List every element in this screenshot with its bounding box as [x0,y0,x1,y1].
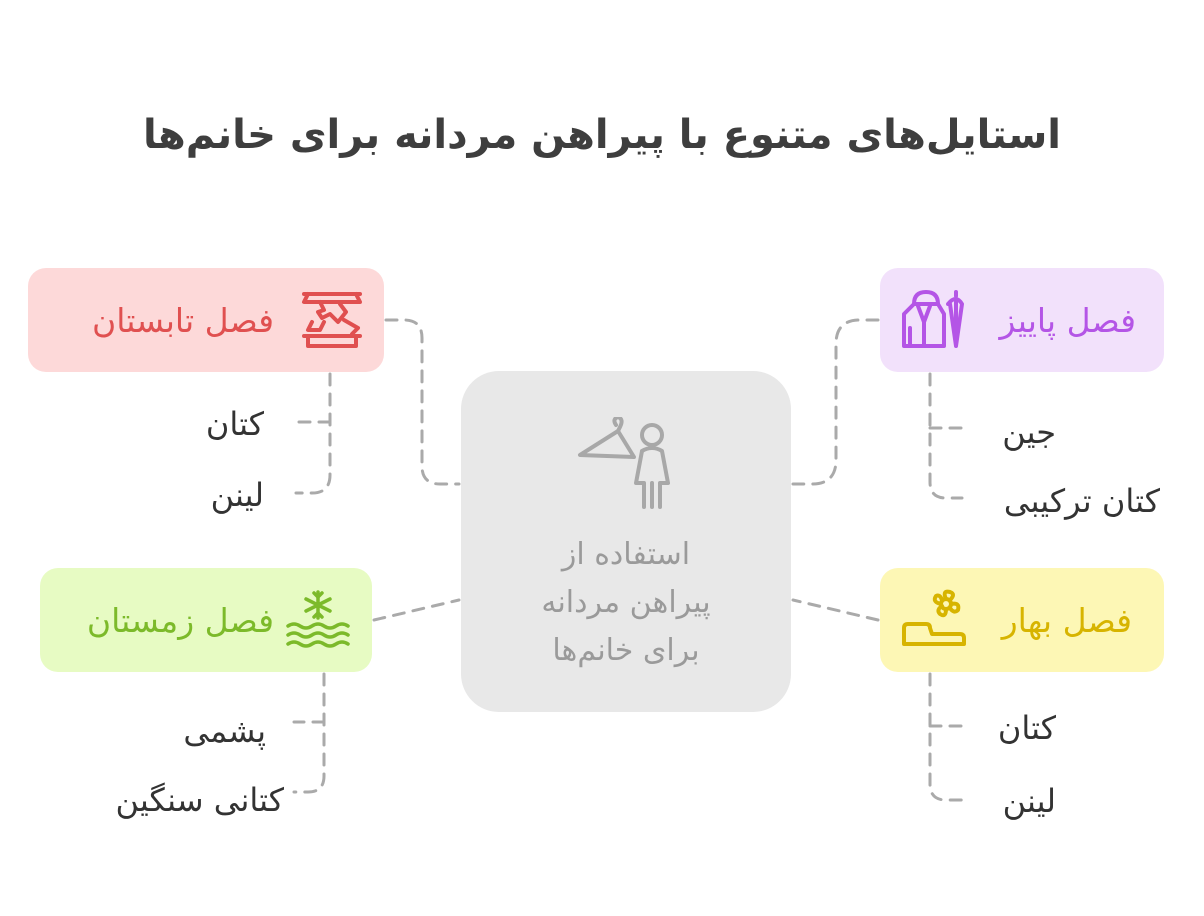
connector-spring [791,598,880,622]
winter-item-1: پشمی [183,712,266,750]
branch-spring: فصل بهار [880,568,1164,672]
connector-winter [372,598,461,622]
center-label: استفاده از پیراهن مردانه برای خانم‌ها [481,531,771,675]
branch-winter: فصل زمستان [40,568,372,672]
autumn-item-1: جین [1002,413,1056,451]
branch-autumn: فصل پاییز [880,268,1164,372]
connector-summer [384,318,461,486]
summer-item-2: لینن [210,476,264,514]
hanger-person-icon [578,417,670,509]
diagram-title: استایل‌های متنوع با پیراهن مردانه برای خ… [142,112,1062,158]
branch-autumn-label: فصل پاییز [999,300,1136,340]
connector-winter-items [292,672,326,794]
winter-item-2: کتانی سنگین [115,781,284,819]
summer-clothes-icon [302,292,362,348]
flower-shoe-icon [902,589,966,646]
summer-item-1: کتان [205,405,264,443]
branch-winter-label: فصل زمستان [86,600,274,640]
branch-summer: فصل تابستان [28,268,384,372]
connector-autumn-items [928,372,964,500]
connector-summer-items [294,372,332,495]
connector-autumn [791,318,880,486]
branch-summer-label: فصل تابستان [92,300,274,340]
spring-item-2: لینن [1002,782,1056,820]
center-label-line-1: استفاده از [561,537,691,572]
connector-spring-items [928,672,964,802]
center-node: استفاده از پیراهن مردانه برای خانم‌ها [461,371,791,712]
coat-umbrella-icon [902,290,964,348]
spring-item-1: کتان [997,709,1056,747]
snowflake-waves-icon [286,590,350,648]
autumn-item-2: کتان ترکیبی [1003,482,1160,520]
center-label-line-3: برای خانم‌ها [552,633,700,668]
center-label-line-2: پیراهن مردانه [541,585,711,620]
branch-spring-label: فصل بهار [1001,600,1132,640]
